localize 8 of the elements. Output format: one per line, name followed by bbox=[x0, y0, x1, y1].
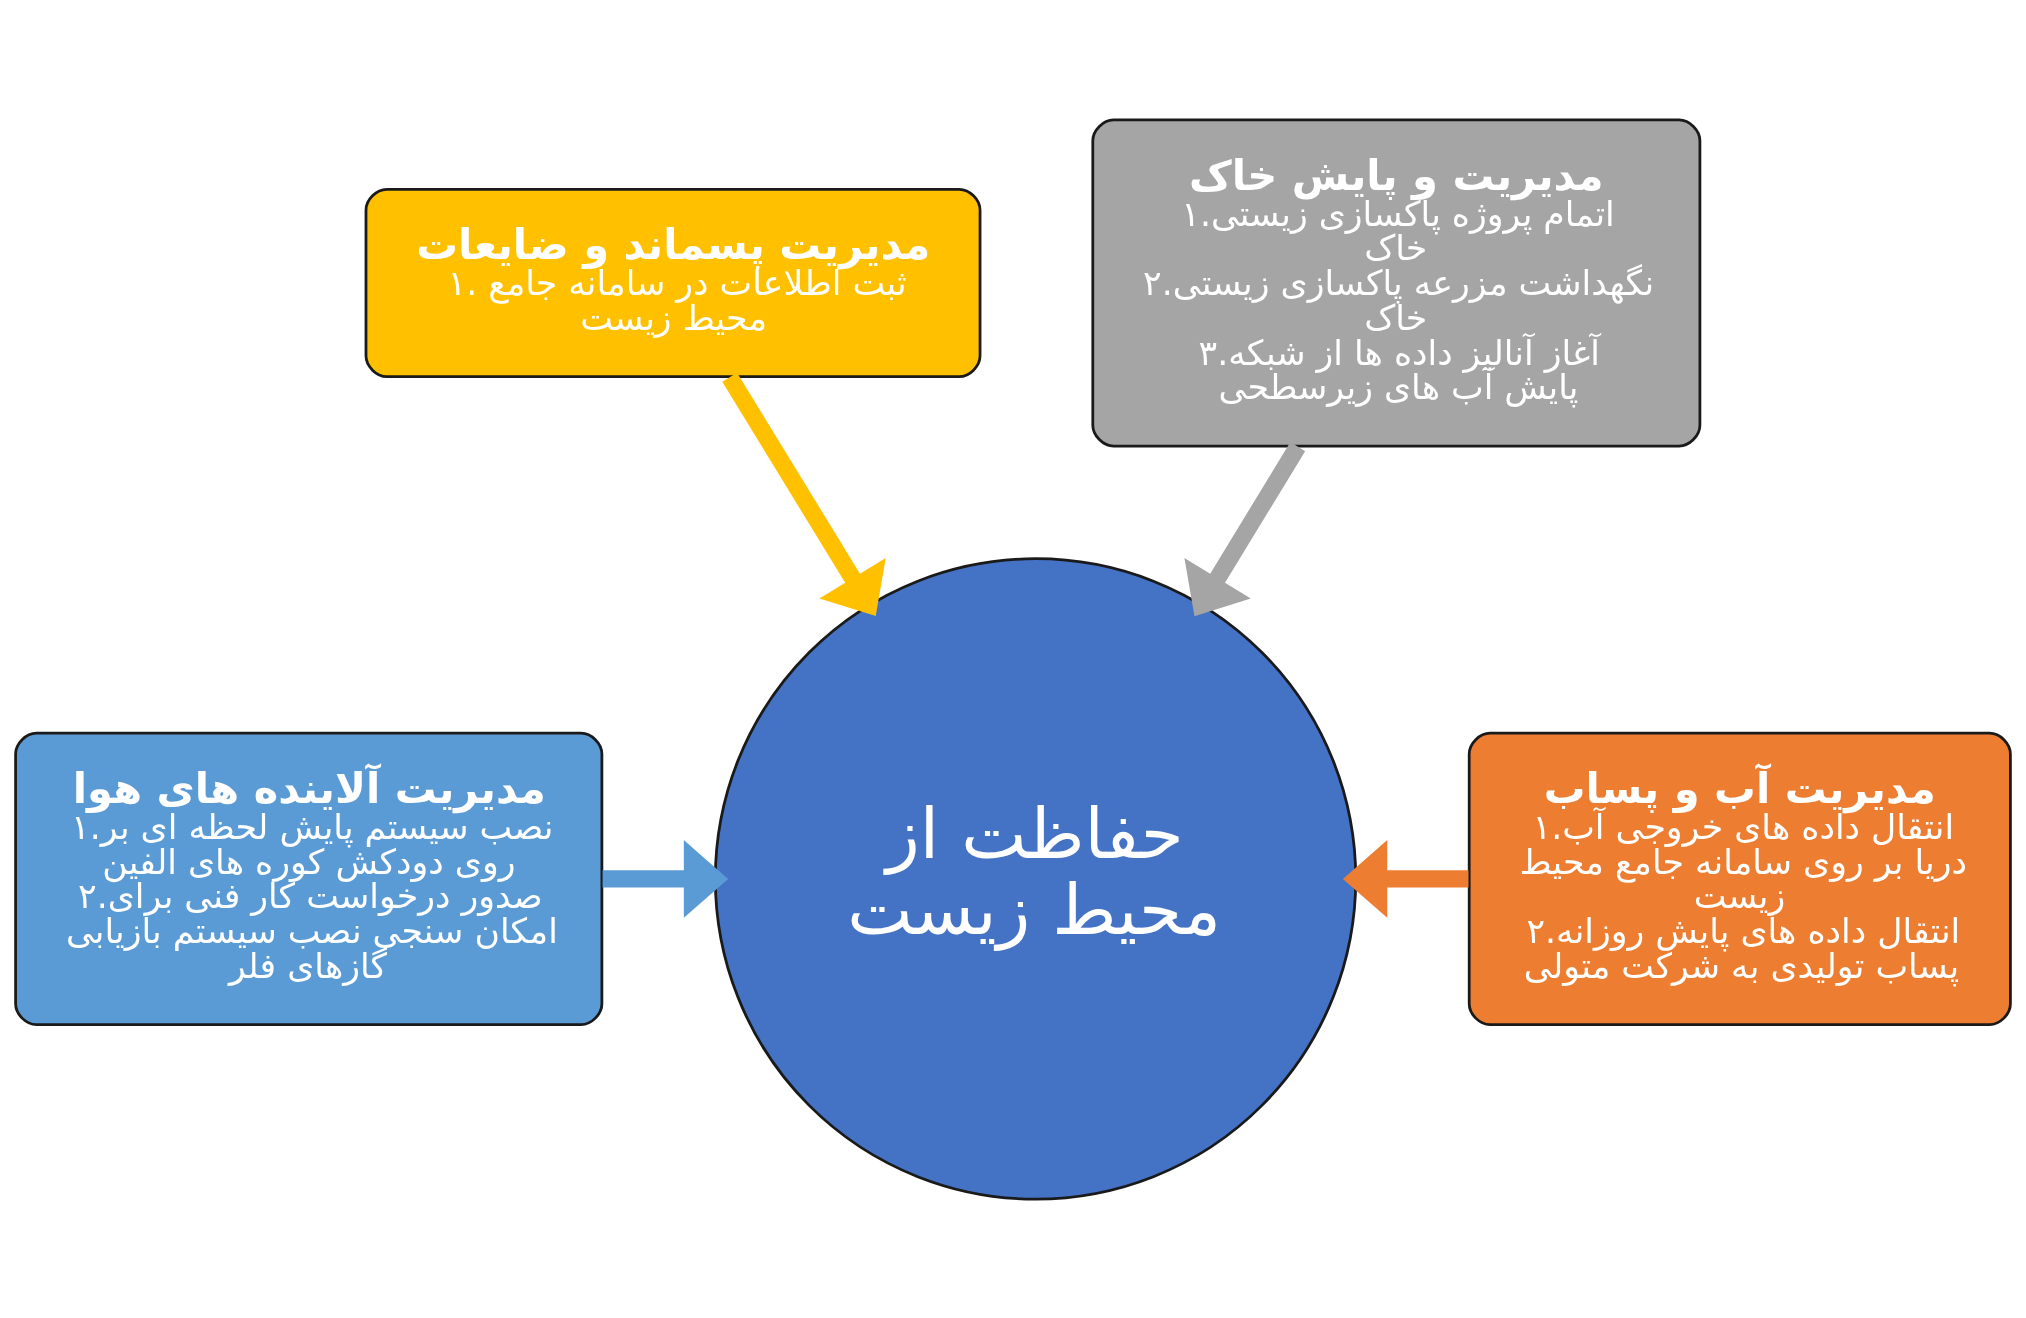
arrow bbox=[1184, 441, 1306, 616]
node-box: مدیریت پسماند و ضایعات ۱. ثبت اطلاعات در سامانه جامع محیط زیست bbox=[364, 187, 982, 378]
node-box: مدیریت و پایش خاک ۱.اتمام پروژه پاکسازی زیستی خاک ۲.نگهداشت مزرعه پاکسازی زیستی خاک ۳.آغاز آنالیز داده ها از شبکه پایش آب های زیرسطحی bbox=[1091, 118, 1702, 447]
node-box: مدیریت آلاینده های هوا ۱.نصب سیستم پایش لحظه ای بر روی دودکش کوره های الفین ۲.صدور درخواست کار فنی برای امکان سنجی نصب سیستم بازیابی گازهای فلر bbox=[14, 731, 604, 1026]
node-box: مدیریت آب و پساب ۱.انتقال داده های خروجی آب دریا بر روی سامانه جامع محیط زیست ۲.انتقال داده های پایش روزانه پساب تولیدی به شرکت متولی bbox=[1467, 731, 2012, 1026]
arrow bbox=[722, 372, 886, 616]
arrow bbox=[602, 839, 729, 918]
arrow bbox=[1342, 839, 1469, 918]
